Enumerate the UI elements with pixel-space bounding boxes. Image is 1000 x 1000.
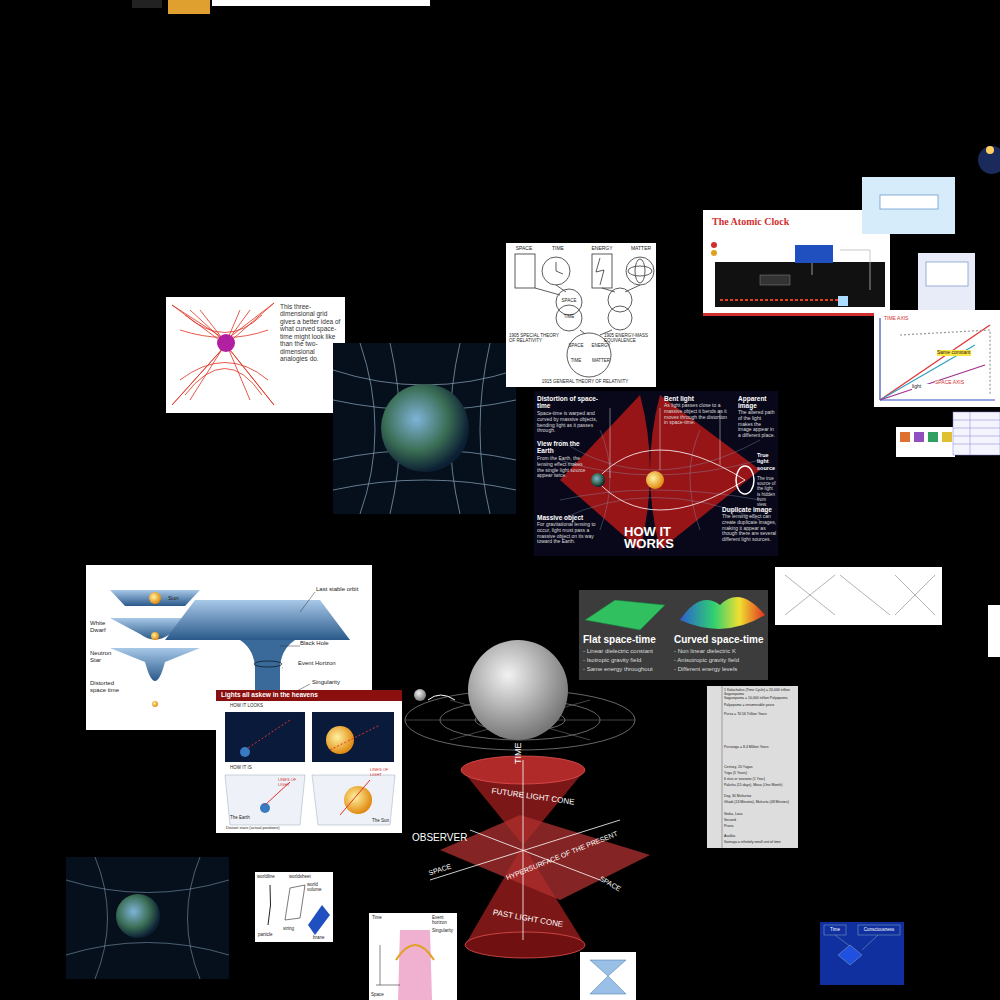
label: MATTER [589, 358, 613, 363]
label: Distortion of space-time [537, 395, 605, 410]
label: Last stable orbit [316, 586, 370, 593]
label: HOW IT IS [230, 765, 290, 770]
label: - Same energy throughout [583, 666, 678, 673]
label: White Dwarf [90, 620, 120, 634]
label: Flat space-time [583, 634, 675, 646]
label: Black Hole [300, 640, 336, 647]
label: OBSERVER [412, 832, 482, 844]
label: Yuga (5 Years) [724, 771, 796, 775]
label: The lensing effect can create duplicate … [722, 514, 777, 543]
label: ENERGY [589, 343, 613, 348]
label: Space-time is warped and curved by massi… [537, 411, 603, 434]
label: Event horizon [432, 915, 456, 925]
label: The Atomic Clock [712, 216, 872, 228]
label: Palyopama = innumerable years [724, 703, 796, 707]
label: Massive object [537, 514, 599, 521]
label: The Earth [230, 815, 262, 820]
label: The true source of the light is hidden f… [757, 476, 777, 507]
label: Space [371, 992, 393, 997]
label: LINES OF LIGHT [370, 768, 398, 777]
label: Distorted space time [90, 680, 126, 694]
label: 6 ritus or seasons (1 Year) [724, 777, 796, 781]
label: - Different energy levels [674, 666, 766, 673]
label: - Non linear dielectric K [674, 648, 766, 655]
label: Second [724, 818, 796, 822]
label: SPACE [509, 246, 539, 252]
label: TIME AXIS [884, 316, 918, 322]
label: TIME [546, 246, 570, 252]
label: 1905 SPECIAL THEORY OF RELATIVITY [509, 333, 561, 343]
label: TIME [557, 314, 581, 319]
label: SPACE [557, 298, 581, 303]
label: SPACE AXIS [935, 380, 975, 386]
label: Curved space-time [674, 634, 766, 646]
label: - Anisotropic gravity field [674, 657, 766, 664]
label: Paksha (15 days), Masa (One Month) [724, 783, 796, 787]
label: Purva = 70.56 Trillion Years [724, 712, 796, 716]
label: Singularity [312, 679, 354, 686]
label: Time [372, 915, 392, 920]
label: Sagaropama = 10,000 trillion Palyopama [724, 696, 796, 700]
label: Duplicate image [722, 506, 776, 513]
label: worldsheet [289, 874, 317, 879]
label: Distant stars (actual positions) [226, 826, 296, 831]
label: Time [826, 927, 844, 932]
label: View from the Earth [537, 440, 587, 455]
label: For gravitational lensing to occur, ligh… [537, 522, 607, 545]
label: Ghadi (24 Minutes), Muhurta (48 Minutes) [724, 800, 796, 804]
label: Century, 20 Yugas [724, 765, 796, 769]
label: Prana [724, 824, 796, 828]
label: Avalika [724, 834, 796, 838]
label: From the Earth, the lensing effect makes… [537, 456, 587, 479]
label: Samaya a infinitely small unit of time [724, 840, 796, 844]
label: particle [258, 932, 284, 937]
label: brane [313, 935, 333, 940]
label: Neutron Star [90, 650, 120, 664]
label: 1 Kalachakra (Time Cycle) = 20,000 trill… [724, 688, 796, 696]
label: TIME [565, 358, 587, 363]
label: Purvanga = 8.4 Million Years [724, 745, 796, 749]
label: True light source [757, 452, 777, 471]
label: The Sun [372, 818, 400, 823]
label: Sun [168, 595, 198, 602]
label: Event Horizon [298, 660, 338, 667]
label: - Linear dielectric constant [583, 648, 678, 655]
label: SPACE [565, 343, 587, 348]
label: HOW IT WORKS [624, 526, 682, 551]
label: world volume [307, 882, 333, 892]
label: Apparent image [738, 395, 776, 410]
label: ENERGY [587, 246, 617, 252]
label: Consciousness [860, 927, 898, 932]
label: As light passes close to a massive objec… [664, 403, 732, 426]
label: The altered path of the light makes the … [738, 410, 776, 439]
label: HOW IT LOOKS [230, 703, 290, 708]
label: MATTER [626, 246, 656, 252]
label: TIME [513, 738, 523, 768]
label: Singularity [432, 928, 456, 933]
label: Lights all askew in the heavens [221, 691, 391, 698]
label: 1905 ENERGY-MASS EQUIVALENCE [604, 333, 654, 343]
label: This three-dimensional grid gives a bett… [280, 303, 342, 363]
label: Same constant [937, 350, 971, 356]
label: Stoka, Lava [724, 812, 796, 816]
label: - Isotropic gravity field [583, 657, 678, 664]
label: LINES OF LIGHT [278, 778, 308, 787]
label: 1915 GENERAL THEORY OF RELATIVITY [520, 379, 650, 384]
label: worldline [257, 874, 285, 879]
label: string [283, 926, 303, 931]
label: Day, 30 Muhurtas [724, 794, 796, 798]
label: Bent light [664, 395, 736, 402]
label: light [912, 384, 932, 390]
